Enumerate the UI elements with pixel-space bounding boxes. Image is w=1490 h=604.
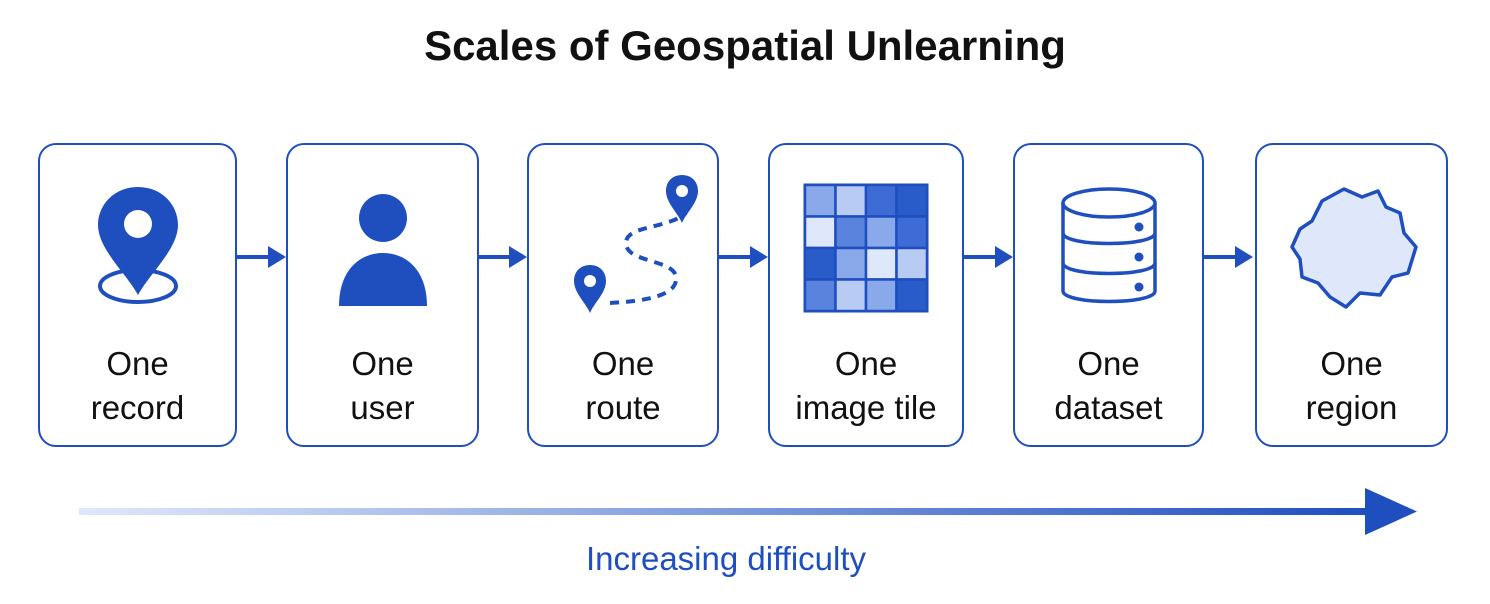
step-card-dataset: One dataset bbox=[1013, 143, 1204, 447]
step-label: One route bbox=[585, 345, 661, 426]
connector-arrow-5 bbox=[1203, 242, 1255, 272]
database-icon bbox=[1015, 173, 1202, 323]
step-label: One image tile bbox=[795, 345, 937, 426]
location-pin-icon bbox=[40, 173, 235, 323]
step-label: One record bbox=[90, 345, 185, 426]
connector-arrow-1 bbox=[236, 242, 288, 272]
diagram-title: Scales of Geospatial Unlearning bbox=[424, 22, 1066, 69]
region-map-icon bbox=[1257, 173, 1446, 323]
connector-arrow-4 bbox=[963, 242, 1015, 272]
step-label: One dataset bbox=[1054, 345, 1163, 426]
connector-arrow-2 bbox=[477, 242, 529, 272]
step-card-route: One route bbox=[527, 143, 719, 447]
step-card-image-tile: One image tile bbox=[768, 143, 964, 447]
image-tile-grid-icon bbox=[770, 173, 962, 323]
route-icon bbox=[529, 173, 717, 323]
difficulty-axis-label: Increasing difficulty bbox=[585, 540, 867, 577]
difficulty-gradient-arrow bbox=[75, 486, 1420, 538]
step-label: One region bbox=[1305, 345, 1398, 426]
step-card-record: One record bbox=[38, 143, 237, 447]
user-icon bbox=[288, 173, 477, 323]
connector-arrow-3 bbox=[718, 242, 770, 272]
step-card-user: One user bbox=[286, 143, 479, 447]
step-label: One user bbox=[350, 345, 415, 426]
step-card-region: One region bbox=[1255, 143, 1448, 447]
